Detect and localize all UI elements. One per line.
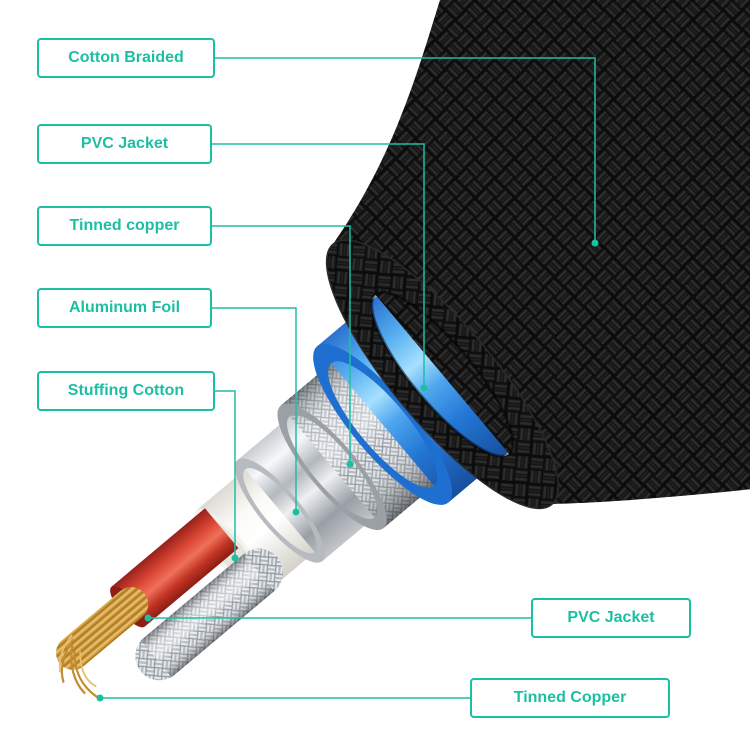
- dot-stuffing-cotton: [231, 554, 239, 562]
- callout-tinned-copper-shield-label: Tinned copper: [69, 217, 180, 234]
- callout-stuffing-cotton: Stuffing Cotton: [37, 371, 215, 411]
- dot-aluminum-foil: [292, 508, 300, 516]
- leader-stuffing-cotton: [215, 390, 236, 558]
- layer-inner-wire-silver: [135, 548, 283, 681]
- callout-cotton-braided-label: Cotton Braided: [68, 49, 184, 66]
- dot-tinned-copper-shield: [346, 460, 354, 468]
- callout-tinned-copper-core-label: Tinned Copper: [513, 689, 627, 706]
- callout-pvc-jacket-outer-label: PVC Jacket: [80, 135, 169, 152]
- callout-cotton-braided: Cotton Braided: [37, 38, 215, 78]
- dot-pvc-jacket-outer: [420, 384, 428, 392]
- leader-endpoint-dots: [96, 239, 599, 702]
- layer-copper-strands: [56, 587, 149, 700]
- dot-tinned-copper-core: [96, 694, 104, 702]
- callout-aluminum-foil: Aluminum Foil: [37, 288, 212, 328]
- layer-cotton-braided-body: [333, 0, 750, 504]
- dot-pvc-jacket-inner: [144, 614, 152, 622]
- leader-aluminum-foil: [212, 307, 297, 512]
- dot-cotton-braided: [591, 239, 599, 247]
- leader-cotton-braided: [215, 57, 596, 243]
- callout-pvc-jacket-outer: PVC Jacket: [37, 124, 212, 164]
- callout-pvc-jacket-inner: PVC Jacket: [531, 598, 691, 638]
- layer-aluminum-foil: [234, 388, 409, 563]
- callout-aluminum-foil-label: Aluminum Foil: [68, 299, 181, 316]
- callout-tinned-copper-shield: Tinned copper: [37, 206, 212, 246]
- callout-tinned-copper-core: Tinned Copper: [470, 678, 670, 718]
- leader-lines: [100, 57, 596, 699]
- callout-stuffing-cotton-label: Stuffing Cotton: [67, 382, 185, 399]
- leader-pvc-jacket-outer: [212, 143, 425, 388]
- callout-pvc-jacket-inner-label: PVC Jacket: [567, 609, 655, 626]
- leader-tinned-copper-shield: [212, 225, 351, 464]
